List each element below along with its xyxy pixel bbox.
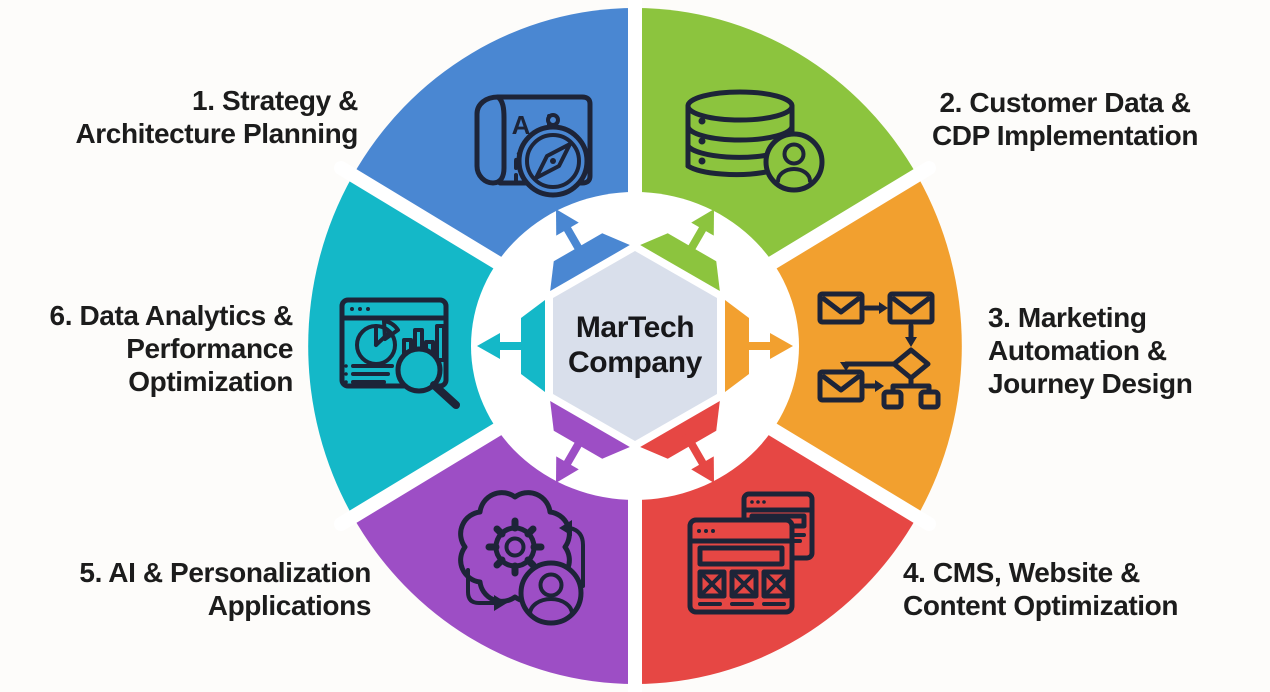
center-line-2: Company [568, 346, 702, 379]
center-line-1: MarTech [575, 311, 695, 344]
customer-database-icon [685, 89, 825, 193]
center-company-label: MarTech Company [510, 310, 760, 380]
analytics-dashboard-icon [339, 297, 460, 409]
center-hexagon [553, 251, 717, 441]
cms-website-icon [687, 491, 815, 615]
segment-label-cms-website: 4. CMS, Website & Content Optimization [903, 557, 1179, 621]
svg-text:A: A [512, 110, 531, 140]
segment-label-customer-data: 2. Customer Data & CDP Implementation [931, 87, 1199, 151]
segment-label-data-analytics: 6. Data Analytics & Performance Optimiza… [49, 300, 294, 397]
ai-personalization-icon [458, 490, 585, 626]
front-window [687, 517, 795, 615]
segment-label-strategy: 1. Strategy & Architecture Planning [75, 85, 358, 149]
segment-label-marketing-automation: 3. Marketing Automation & Journey Design [988, 302, 1193, 399]
map-compass-icon: A [474, 94, 593, 198]
email-journey-icon [817, 291, 941, 410]
segment-label-ai-personalization: 5. AI & Personalization Applications [79, 557, 371, 621]
